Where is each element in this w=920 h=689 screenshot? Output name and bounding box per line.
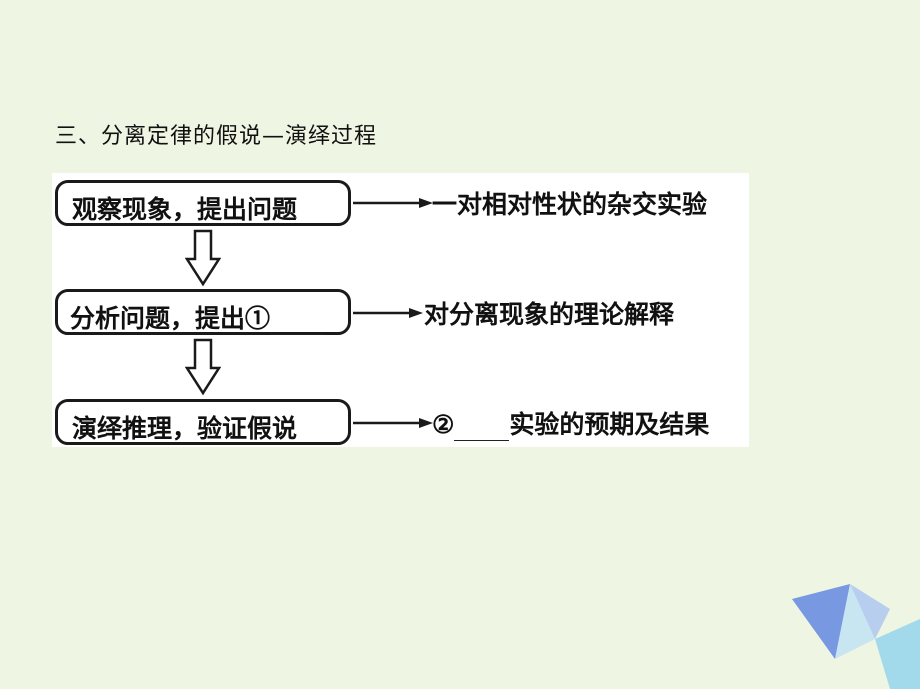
flow-diagram: 观察现象，提出问题 一对相对性状的杂交实验 分析问题，提出① 对分离现象的理论解…: [52, 173, 749, 447]
corner-decoration-icon: [792, 584, 920, 689]
arrow-right-icon: [353, 308, 423, 318]
step-label-analyze: 分析问题，提出①: [70, 299, 326, 335]
answer-blank-2[interactable]: [454, 416, 510, 441]
arrow-down-icon: [185, 229, 221, 287]
result-experiment-expectation: ② 实验的预期及结果: [432, 405, 709, 441]
step-box-observe: 观察现象，提出问题: [55, 180, 351, 226]
result-experiment-text: 实验的预期及结果: [509, 410, 710, 439]
step-box-analyze: 分析问题，提出①: [55, 289, 351, 335]
answer-blank-1[interactable]: [270, 310, 326, 335]
result-cross-experiment: 一对相对性状的杂交实验: [432, 190, 708, 219]
step-label-observe: 观察现象，提出问题: [72, 195, 298, 224]
arrow-right-icon: [353, 198, 433, 208]
arrow-right-icon: [353, 418, 433, 428]
section-title: 三、分离定律的假说—演绎过程: [55, 124, 378, 149]
result-marker-2: ②: [432, 410, 455, 439]
result-theory-explanation: 对分离现象的理论解释: [424, 300, 675, 329]
step-label-analyze-text: 分析问题，提出①: [70, 304, 271, 333]
arrow-down-icon: [185, 338, 221, 396]
step-box-deduce: 演绎推理，验证假说: [55, 399, 351, 445]
step-label-deduce: 演绎推理，验证假说: [72, 414, 298, 443]
